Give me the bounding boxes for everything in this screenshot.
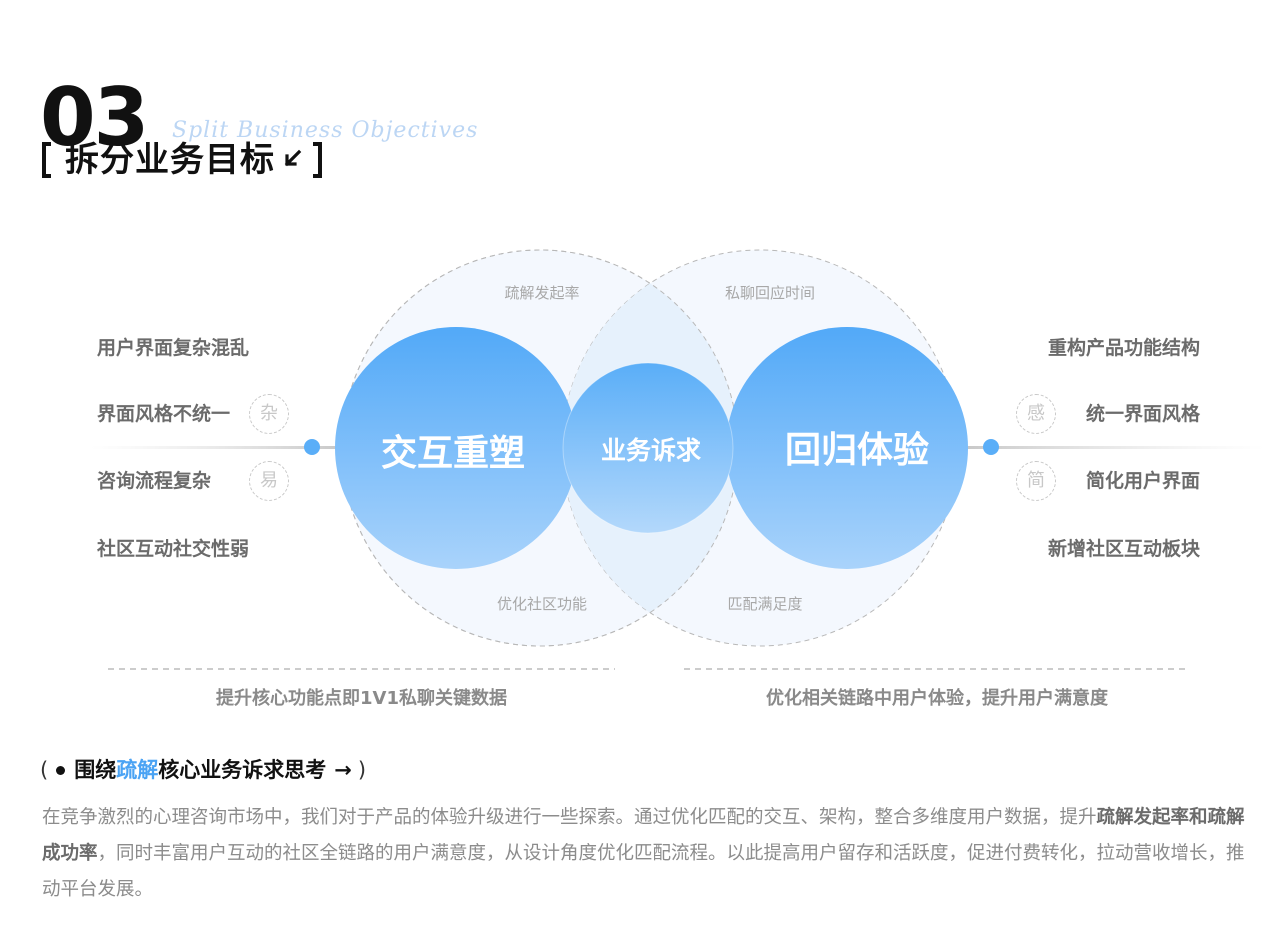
thinking-after: 核心业务诉求思考 — [158, 758, 327, 782]
paragraph-bold: 和 — [1189, 807, 1208, 828]
thinking-highlight: 疏解 — [116, 758, 159, 782]
right-list-item: 统一界面风格 — [1085, 403, 1200, 425]
right-circle-label: 回归体验 — [785, 430, 929, 471]
paragraph-text: ，同时丰富用户互动的社区全链路的用户满意度，从设计角度优化匹配流程。以此提高用户… — [42, 843, 1245, 900]
title-block: 拆分业务目标 — [42, 140, 322, 180]
close-paren: ) — [357, 758, 367, 782]
arrow-down-left-icon — [284, 149, 302, 167]
right-caption: 优化相关链路中用户体验，提升用户满意度 — [766, 688, 1108, 709]
left-list-item: 社区互动社交性弱 — [97, 538, 250, 560]
arrow-right-icon: → — [334, 758, 352, 782]
thinking-header: ( 围绕疏解核心业务诉求思考 → ) — [40, 756, 366, 784]
left-list-item: 用户界面复杂混乱 — [97, 337, 250, 359]
overlap-lens — [562, 250, 738, 646]
paragraph-bold: 疏解发起率 — [1096, 807, 1190, 828]
right-connector-line — [965, 446, 1265, 449]
open-paren: ( — [40, 758, 49, 782]
left-main-circle — [335, 327, 577, 569]
thinking-before: 围绕 — [74, 758, 117, 782]
section-number: 03 — [40, 71, 149, 164]
page-title: 拆分业务目标 — [65, 140, 275, 180]
top-right-ring-label: 私聊回应时间 — [725, 284, 815, 302]
paragraph-text: 在竞争激烈的心理咨询市场中，我们对于产品的体验升级进行一些探索。通过优化匹配的交… — [42, 807, 1097, 828]
left-bracket — [42, 142, 51, 178]
right-connector-dot — [983, 439, 999, 455]
badge-yi: 易 — [249, 461, 289, 501]
left-connector-line — [90, 446, 340, 449]
badge-jian: 简 — [1016, 461, 1056, 501]
right-list-item: 重构产品功能结构 — [1047, 337, 1200, 359]
paragraph-bold: 疏解成功率 — [42, 807, 1245, 864]
right-list-item: 新增社区互动板块 — [1047, 538, 1200, 560]
left-circle-label: 交互重塑 — [381, 432, 525, 474]
script-subtitle: Split Business Objectives — [172, 118, 479, 143]
right-bracket — [313, 142, 322, 178]
left-list-item: 咨询流程复杂 — [97, 470, 212, 492]
left-caption: 提升核心功能点即1V1私聊关键数据 — [216, 688, 507, 709]
center-circle — [562, 362, 734, 534]
bottom-left-ring-label: 优化社区功能 — [497, 595, 587, 613]
right-list-item: 简化用户界面 — [1085, 470, 1200, 492]
badge-gan: 感 — [1016, 394, 1056, 434]
center-circle-label: 业务诉求 — [601, 436, 701, 465]
description-paragraph: 在竞争激烈的心理咨询市场中，我们对于产品的体验升级进行一些探索。通过优化匹配的交… — [42, 800, 1247, 908]
top-left-ring-label: 疏解发起率 — [504, 284, 579, 302]
badge-za: 杂 — [249, 394, 289, 434]
left-connector-dot — [304, 439, 320, 455]
right-main-circle — [726, 327, 968, 569]
bottom-right-ring-label: 匹配满足度 — [727, 595, 802, 613]
bullet-dot-icon — [56, 765, 66, 775]
left-list-item: 界面风格不统一 — [97, 403, 231, 425]
